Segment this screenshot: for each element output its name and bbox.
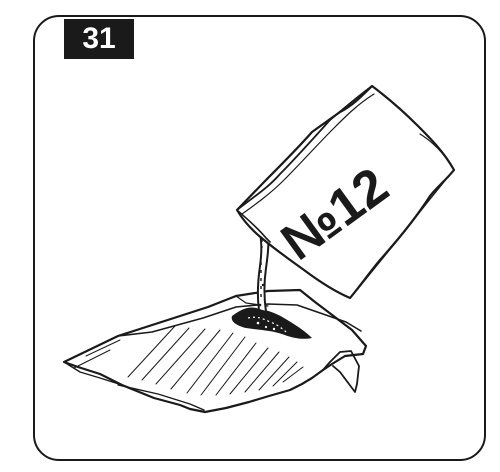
paint-tray-icon <box>64 290 366 412</box>
